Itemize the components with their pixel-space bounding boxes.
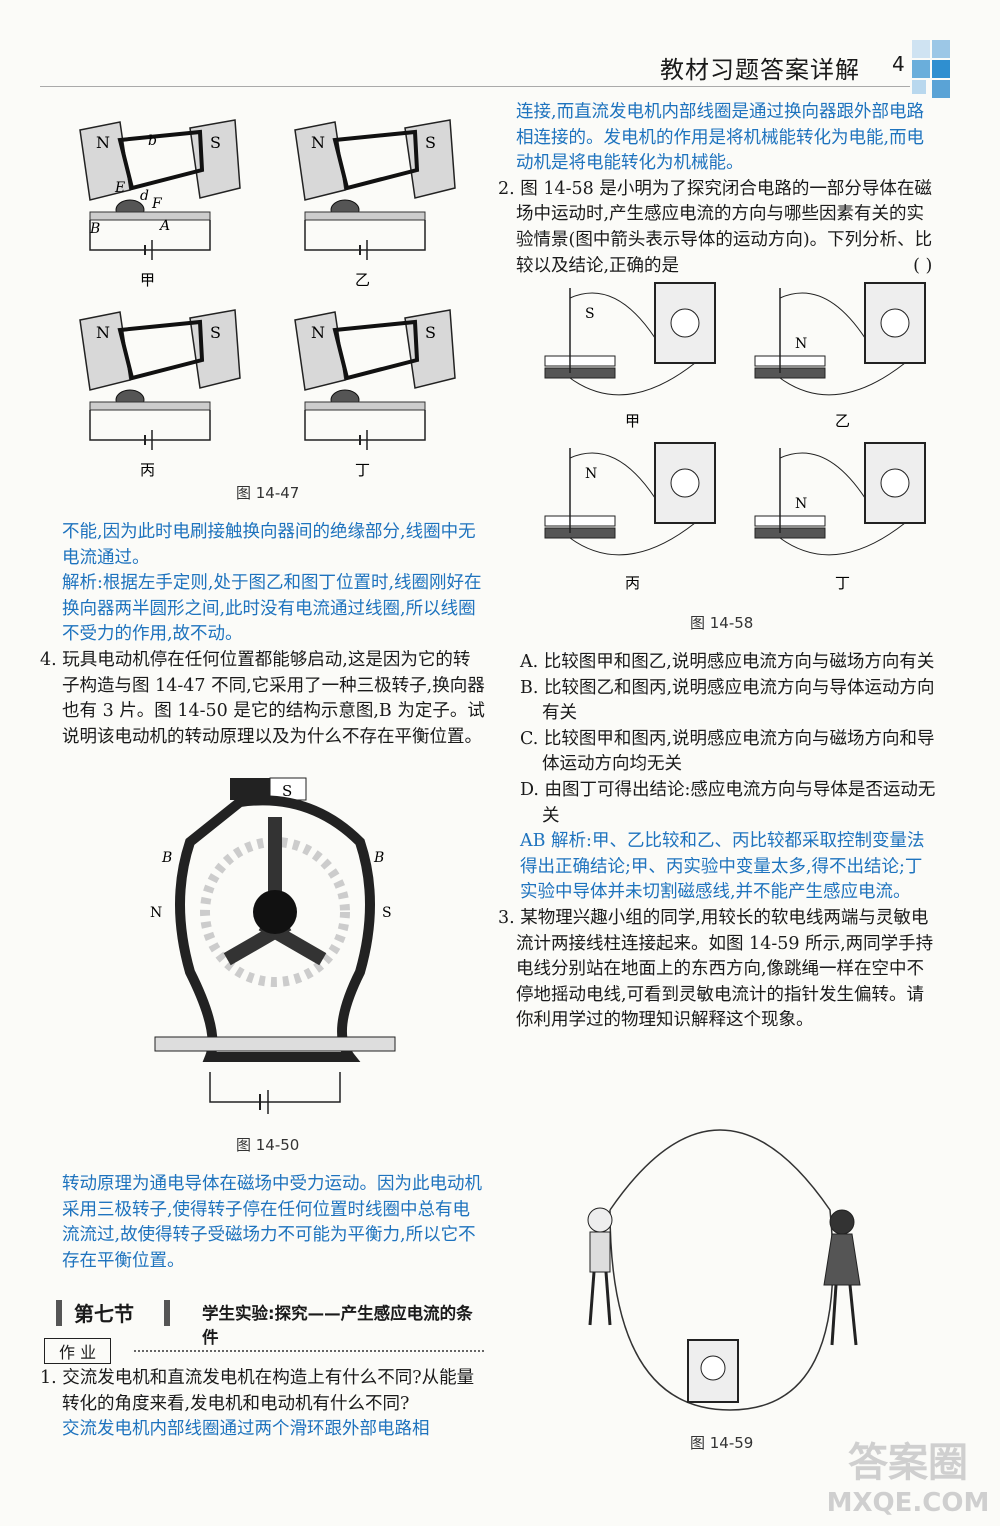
svg-text:d: d xyxy=(140,188,149,204)
left-column-lower: 转动原理为通电导体在磁场中受力运动。因为此电动机采用三极转子,使得转子停在任何位… xyxy=(38,1172,486,1274)
fig-14-59-caption: 图 14-59 xyxy=(690,1434,754,1452)
figure-14-59 xyxy=(587,1129,861,1411)
watermark: 答案圈 MXQE.COM xyxy=(818,1430,998,1526)
answer-2: AB 解析:甲、乙比较和乙、丙比较都采取控制变量法得出正确结论;甲、丙实验中变量… xyxy=(520,831,925,903)
answer-3: 不能,因为此时电刷接触换向器间的绝缘部分,线圈中无电流通过。 xyxy=(62,522,476,568)
answer-3-explanation: 解析:根据左手定则,处于图乙和图丁位置时,线圈刚好在换向器两半圆形之间,此时没有… xyxy=(62,573,482,645)
fig-14-50-caption: 图 14-50 xyxy=(236,1136,300,1154)
svg-text:S: S xyxy=(210,323,221,342)
question-2: 2. 图 14-58 是小明为了探究闭合电路的一部分导体在磁场中运动时,产生感应… xyxy=(498,177,938,279)
svg-text:N: N xyxy=(795,336,807,352)
svg-text:N: N xyxy=(150,905,162,921)
svg-text:丙: 丙 xyxy=(625,574,640,592)
svg-text:N: N xyxy=(585,466,597,482)
svg-text:N: N xyxy=(311,133,325,152)
svg-text:b: b xyxy=(148,133,157,149)
option-b: B. 比较图乙和图丙,说明感应电流方向与导体运动方向有关 xyxy=(520,677,935,724)
svg-text:S: S xyxy=(585,306,595,322)
svg-text:F: F xyxy=(151,196,163,212)
option-a: A. 比较图甲和图乙,说明感应电流方向与磁场方向有关 xyxy=(520,652,935,672)
pole-n-label: N xyxy=(96,133,110,152)
motor-diagram-a xyxy=(79,119,241,260)
svg-text:S: S xyxy=(425,323,436,342)
svg-text:B: B xyxy=(89,221,100,237)
answer-1: 交流发电机内部线圈通过两个滑环跟外部电路相 xyxy=(62,1419,430,1440)
right-column-upper: 连接,而直流发电机内部线圈是通过换向器跟外部电路相连接的。发电机的作用是将机械能… xyxy=(498,100,938,279)
svg-text:S: S xyxy=(425,133,436,152)
boy-figure xyxy=(587,1207,613,1326)
section-heading: 第七节 学生实验:探究——产生感应电流的条件 xyxy=(56,1298,486,1347)
header-title: 教材习题答案详解 xyxy=(660,56,860,84)
page-number: 4 xyxy=(892,52,905,76)
svg-text:E: E xyxy=(114,180,125,196)
question-1: 1. 交流发电机和直流发电机在构造上有什么不同?从能量转化的角度来看,发电机和电… xyxy=(40,1368,475,1414)
label-bing: 丙 xyxy=(140,461,155,479)
question-4: 4. 玩具电动机停在任何位置都能够启动,这是因为它的转子构造与图 14-47 不… xyxy=(40,649,485,747)
svg-text:B: B xyxy=(373,850,384,866)
svg-text:N: N xyxy=(96,323,110,342)
svg-text:B: B xyxy=(161,850,172,866)
fig-14-47-caption: 图 14-47 xyxy=(236,484,300,502)
svg-text:乙: 乙 xyxy=(835,412,850,430)
homework-heading: 作 业 xyxy=(44,1338,488,1364)
section-title: 学生实验:探究——产生感应电流的条件 xyxy=(202,1304,473,1347)
svg-text:N: N xyxy=(311,323,325,342)
svg-text:S: S xyxy=(282,782,292,800)
answer-blank: ( ) xyxy=(913,255,933,276)
right-column-options: A. 比较图甲和图乙,说明感应电流方向与磁场方向有关 B. 比较图乙和图丙,说明… xyxy=(498,650,938,1034)
watermark-url: MXQE.COM xyxy=(826,1488,990,1518)
galvanometer-setup xyxy=(544,282,716,396)
answer-4: 转动原理为通电导体在磁场中受力运动。因为此电动机采用三极转子,使得转子停在任何位… xyxy=(62,1174,482,1271)
watermark-logo: 答案圈 xyxy=(848,1440,968,1486)
svg-text:N: N xyxy=(795,496,807,512)
left-column-homework: 1. 交流发电机和直流发电机在构造上有什么不同?从能量转化的角度来看,发电机和电… xyxy=(38,1366,486,1443)
label-jia: 甲 xyxy=(140,271,155,289)
question-3: 3. 某物理兴趣小组的同学,用较长的软电线两端与灵敏电流计两接线柱连接起来。如图… xyxy=(498,907,934,1031)
girl-figure xyxy=(823,1209,861,1346)
option-d: D. 由图丁可得出结论:感应电流方向与导体是否运动无关 xyxy=(520,779,936,826)
option-c: C. 比较图甲和图丙,说明感应电流方向与磁场方向和导体运动方向均无关 xyxy=(520,728,935,775)
svg-text:甲: 甲 xyxy=(625,412,640,430)
left-column-upper: 不能,因为此时电刷接触换向器间的绝缘部分,线圈中无电流通过。 解析:根据左手定则… xyxy=(38,520,486,750)
figure-14-50: S B B N S xyxy=(150,777,396,1114)
header-rule xyxy=(40,86,910,87)
svg-text:丁: 丁 xyxy=(835,574,850,592)
answer-1-continued: 连接,而直流发电机内部线圈是通过换向器跟外部电路相连接的。发电机的作用是将机械能… xyxy=(516,102,925,174)
figure-14-58: S N N N 甲 乙 丙 丁 xyxy=(544,282,926,592)
fig-14-58-caption: 图 14-58 xyxy=(690,614,754,632)
svg-text:A: A xyxy=(158,218,170,234)
section-label: 第七节 xyxy=(74,1302,134,1326)
label-ding: 丁 xyxy=(355,461,370,479)
svg-text:S: S xyxy=(382,905,392,921)
figure-14-47: N S N S N S N S b d E F B A 甲 乙 丙 丁 xyxy=(78,118,457,479)
homework-label: 作 业 xyxy=(44,1338,112,1364)
pole-s-label: S xyxy=(210,133,221,152)
label-yi: 乙 xyxy=(355,271,370,289)
